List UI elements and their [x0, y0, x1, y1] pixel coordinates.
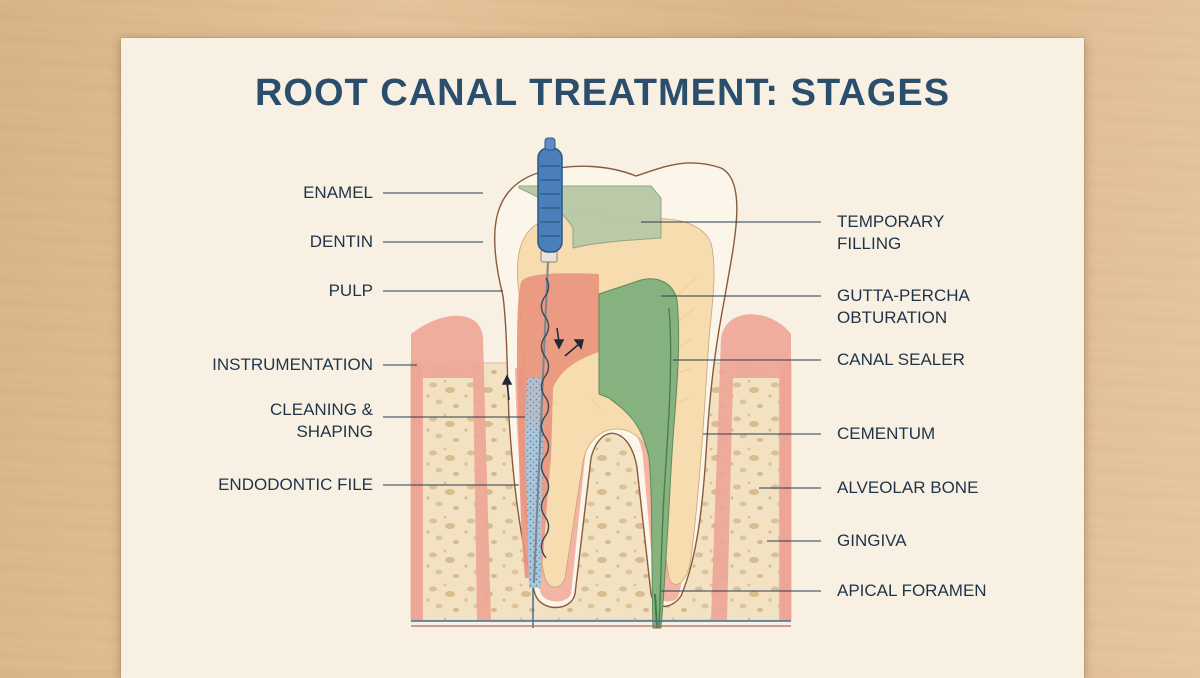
label-apical-foramen: APICAL FORAMEN	[837, 581, 987, 600]
label-cementum: CEMENTUM	[837, 424, 936, 443]
label-dentin: DENTIN	[309, 232, 373, 251]
label-gutta-percha: GUTTA-PERCHA OBTURATION	[837, 286, 970, 327]
tooth-diagram	[383, 137, 821, 629]
gutta-percha-area	[598, 278, 680, 629]
label-temporary-filling: TEMPORARY FILLING	[837, 212, 945, 253]
label-alveolar-bone: ALVEOLAR BONE	[837, 478, 979, 497]
leader-lines-left	[383, 192, 525, 486]
label-pulp: PULP	[328, 281, 373, 300]
endodontic-file	[533, 137, 563, 584]
page-title: ROOT CANAL TREATMENT: STAGES	[254, 72, 951, 114]
leader-lines-right	[641, 221, 821, 592]
label-endodontic-file: ENDODONTIC FILE	[218, 475, 373, 494]
label-canal-sealer: CANAL SEALER	[837, 350, 965, 369]
motion-arrows	[501, 327, 584, 401]
label-cleaning-shaping: CLEANING & SHAPING	[270, 400, 373, 441]
label-gingiva: GINGIVA	[837, 531, 907, 550]
poster: ROOT CANAL TREATMENT: STAGES	[121, 38, 1084, 678]
label-enamel: ENAMEL	[303, 183, 373, 202]
label-instrumentation: INSTRUMENTATION	[212, 355, 373, 374]
